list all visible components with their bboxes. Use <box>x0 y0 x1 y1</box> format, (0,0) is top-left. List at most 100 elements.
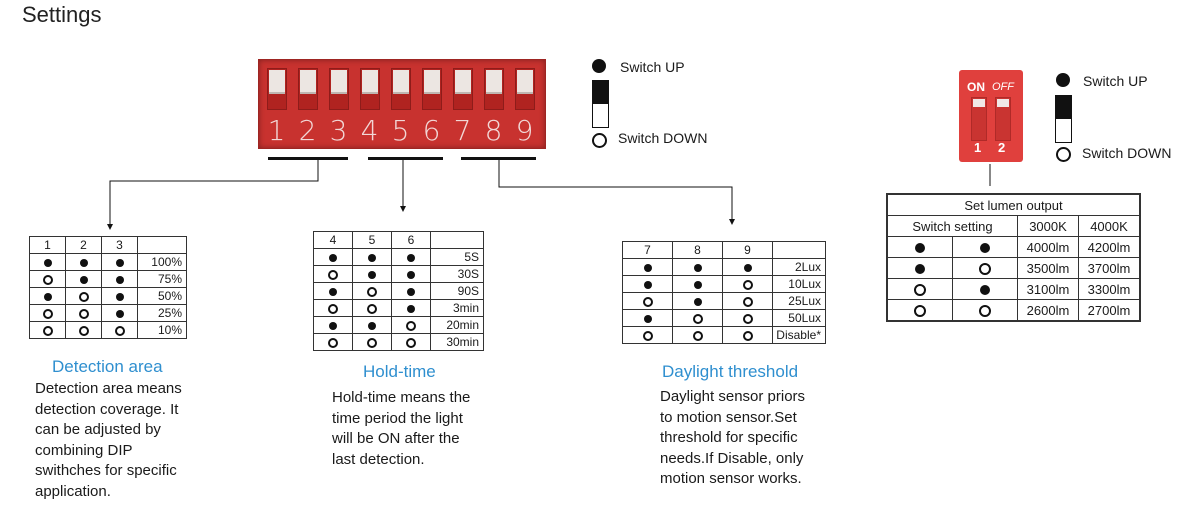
switch-up-dot-icon <box>115 258 124 267</box>
switch-state-cell <box>101 270 138 288</box>
description-line: combining DIP <box>35 441 133 459</box>
switch-state-cell <box>391 265 431 283</box>
switch-state-cell <box>352 299 392 317</box>
switch-state-cell <box>352 248 392 266</box>
table-row: 25% <box>29 304 187 322</box>
description-line: threshold for specific <box>660 429 798 446</box>
switch-toggle-icon <box>592 80 609 128</box>
switch-state-cell <box>622 275 673 293</box>
dip-off-label: OFF <box>992 81 1014 93</box>
table-row: 25Lux <box>622 292 826 310</box>
switch-state-cell <box>391 282 431 300</box>
switch-toggle-icon-2 <box>1055 95 1072 143</box>
switch-down-dot-icon <box>742 330 753 341</box>
switch-state-cell <box>352 265 392 283</box>
switch-up-dot-icon <box>115 275 124 284</box>
dip-number: 1 <box>267 114 286 147</box>
switch-up-dot-icon <box>407 253 415 262</box>
description-line: will be ON after the <box>332 430 460 447</box>
switch-state-cell <box>672 309 723 327</box>
switch-up-dot-icon <box>329 321 337 330</box>
table-row: 10% <box>29 321 187 339</box>
switch-down-dot-icon <box>914 284 926 297</box>
switch-down-dot-icon <box>642 296 653 307</box>
switch-state-cell <box>952 236 1018 258</box>
switch-state-cell <box>29 287 66 305</box>
dip-number-1: 1 <box>974 140 982 155</box>
table-header: Switch setting <box>886 215 1018 237</box>
switch-down-dot-icon <box>42 308 53 319</box>
switch-down-dot-icon <box>78 291 89 302</box>
switch-up-dot-icon <box>643 263 652 272</box>
switch-up-dot-icon <box>643 314 652 323</box>
switch-state-cell <box>29 304 66 322</box>
table-row: 90S <box>313 282 484 300</box>
switch-down-dot-icon <box>406 337 416 348</box>
legend-switch-down-2: Switch DOWN <box>1082 145 1172 161</box>
switch-state-cell <box>391 333 431 351</box>
switch-down-dot-icon <box>642 330 653 341</box>
setting-value: 75% <box>137 270 187 288</box>
table-row: 75% <box>29 270 187 288</box>
dip-slot-9 <box>515 68 535 110</box>
switch-state-cell <box>101 287 138 305</box>
table-row: 2Lux <box>622 258 826 276</box>
switch-up-dot-icon <box>407 270 415 279</box>
table-header: 1 <box>29 236 66 254</box>
lumen-value: 3300lm <box>1078 278 1141 300</box>
switch-up-dot-icon-2 <box>1056 73 1070 87</box>
lumen-value: 4200lm <box>1078 236 1141 258</box>
setting-value: Disable* <box>772 326 826 344</box>
dip-number: 7 <box>453 114 472 147</box>
switch-up-dot-icon <box>43 292 52 301</box>
switch-state-cell <box>622 309 673 327</box>
dip-slot-2 <box>995 97 1011 141</box>
dip-number: 3 <box>329 114 348 147</box>
detection-area-title: Detection area <box>52 357 163 376</box>
daylight-threshold-title: Daylight threshold <box>662 362 799 381</box>
dip-number: 5 <box>391 114 410 147</box>
setting-value: 3min <box>430 299 484 317</box>
switch-state-cell <box>722 309 773 327</box>
switch-state-cell <box>101 321 138 339</box>
switch-up-dot-icon <box>329 287 337 296</box>
switch-state-cell <box>622 258 673 276</box>
switch-down-dot-icon <box>328 303 338 314</box>
table-row: 20min <box>313 316 484 334</box>
switch-state-cell <box>313 265 353 283</box>
dip-number: 2 <box>298 114 317 147</box>
dip-number: 6 <box>422 114 441 147</box>
lumen-value: 3500lm <box>1017 257 1079 279</box>
dip-slot-1 <box>267 68 287 110</box>
switch-down-dot-icon <box>114 325 125 336</box>
switch-down-dot-icon <box>367 286 377 297</box>
switch-down-dot-icon <box>78 308 89 319</box>
dip-slot-6 <box>422 68 442 110</box>
switch-down-dot-icon <box>979 305 991 318</box>
setting-value: 30S <box>430 265 484 283</box>
switch-state-cell <box>672 258 723 276</box>
setting-value: 25% <box>137 304 187 322</box>
table-row: 30S <box>313 265 484 283</box>
switch-down-dot-icon <box>367 303 377 314</box>
switch-state-cell <box>352 333 392 351</box>
table-header: 9 <box>722 241 773 259</box>
switch-up-dot-icon <box>915 264 925 275</box>
table-row: 10Lux <box>622 275 826 293</box>
switch-state-cell <box>65 253 102 271</box>
setting-value: 20min <box>430 316 484 334</box>
switch-state-cell <box>313 282 353 300</box>
switch-state-cell <box>672 275 723 293</box>
setting-value: 30min <box>430 333 484 351</box>
description-line: Daylight sensor priors <box>660 388 806 405</box>
switch-up-dot-icon <box>407 304 415 313</box>
setting-value: 25Lux <box>772 292 826 310</box>
lumen-value: 3700lm <box>1078 257 1141 279</box>
table-row: 5S <box>313 248 484 266</box>
switch-state-cell <box>886 236 953 258</box>
switch-state-cell <box>952 257 1018 279</box>
